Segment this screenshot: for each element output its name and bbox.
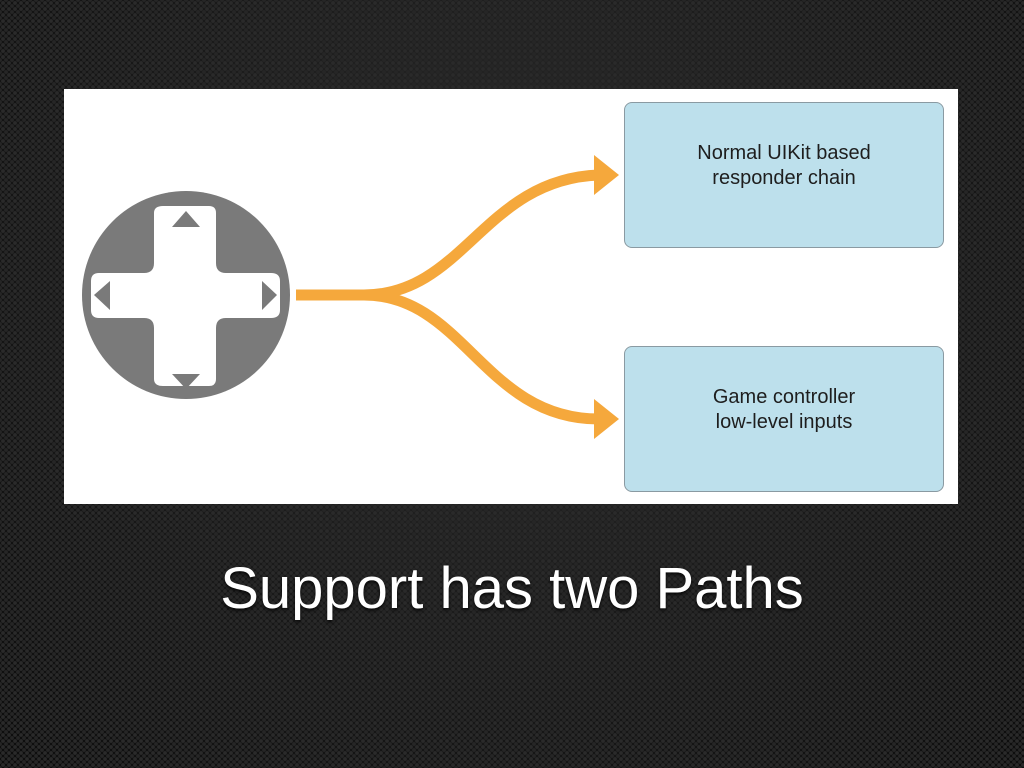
- diagram-panel: Normal UIKit based responder chain Game …: [64, 89, 958, 504]
- uikit-box-line2: responder chain: [712, 167, 856, 189]
- uikit-responder-box: Normal UIKit based responder chain: [624, 102, 944, 248]
- diagram-canvas: [82, 155, 619, 439]
- game-controller-box: Game controller low-level inputs: [624, 346, 944, 492]
- dpad-right-icon: [262, 281, 277, 310]
- dpad-down-icon: [172, 374, 200, 389]
- dpad-left-icon: [94, 281, 110, 310]
- dpad-up-icon: [172, 211, 200, 227]
- controller-box-line2: low-level inputs: [715, 411, 853, 433]
- branch-arrows: [296, 169, 600, 425]
- dpad-icon: [82, 191, 290, 399]
- arrow-to-bottom: [296, 289, 600, 425]
- uikit-box-line1: Normal UIKit based: [697, 142, 871, 164]
- arrow-head-top: [594, 155, 619, 195]
- controller-box-line1: Game controller: [712, 386, 856, 408]
- slide-title: Support has two Paths: [220, 556, 804, 621]
- arrow-to-top: [296, 169, 600, 301]
- arrow-head-bottom: [594, 399, 619, 439]
